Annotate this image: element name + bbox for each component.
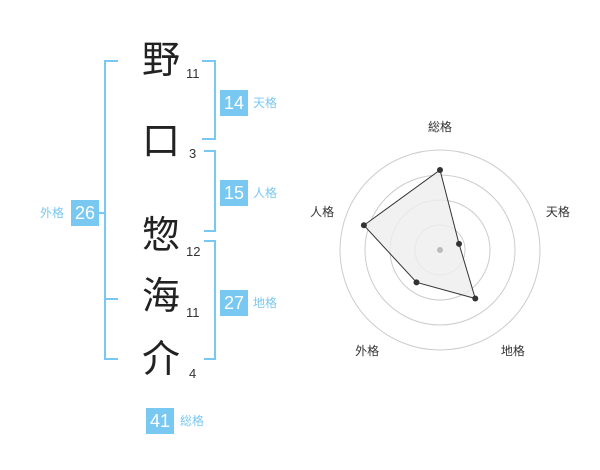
soukaku-label: 総格 [180, 414, 205, 428]
stroke-count-5: 4 [189, 366, 197, 381]
axis-label-gaikaku: 外格 [355, 343, 380, 358]
radar-polygon [363, 169, 477, 300]
chikaku-value: 27 [220, 290, 248, 316]
chikaku-label: 地格 [253, 296, 278, 310]
radar-point [456, 240, 463, 247]
radar-point [437, 167, 443, 173]
radar-point [360, 222, 367, 229]
radar-point [472, 295, 479, 302]
tenkaku-label: 天格 [253, 96, 278, 110]
stroke-count-4: 11 [186, 305, 200, 320]
radar-center [437, 247, 443, 253]
stroke-count-2: 3 [189, 146, 197, 161]
radar-points [360, 167, 479, 302]
axis-label-chikaku: 地格 [500, 343, 525, 358]
gaikaku-value: 26 [71, 200, 99, 226]
name-char-2: 口 [141, 119, 180, 163]
jinkaku-value: 15 [220, 180, 248, 206]
tenkaku-value: 14 [220, 90, 248, 116]
name-char-3: 惣 [141, 213, 180, 257]
radar-ring [339, 149, 541, 351]
axis-label-soukaku: 総格 [428, 119, 453, 134]
name-char-1: 野 [141, 38, 180, 82]
stroke-count-3: 12 [186, 244, 201, 259]
radar-point [413, 279, 420, 286]
jinkaku-label: 人格 [253, 186, 278, 200]
gaikaku-label: 外格 [40, 206, 65, 220]
stroke-count-1: 11 [186, 66, 200, 81]
name-char-5: 介 [141, 337, 180, 381]
soukaku-value: 41 [146, 408, 174, 434]
axis-label-tenkaku: 天格 [545, 205, 570, 220]
axis-label-jinkaku: 人格 [310, 205, 335, 220]
name-char-4: 海 [141, 274, 180, 318]
